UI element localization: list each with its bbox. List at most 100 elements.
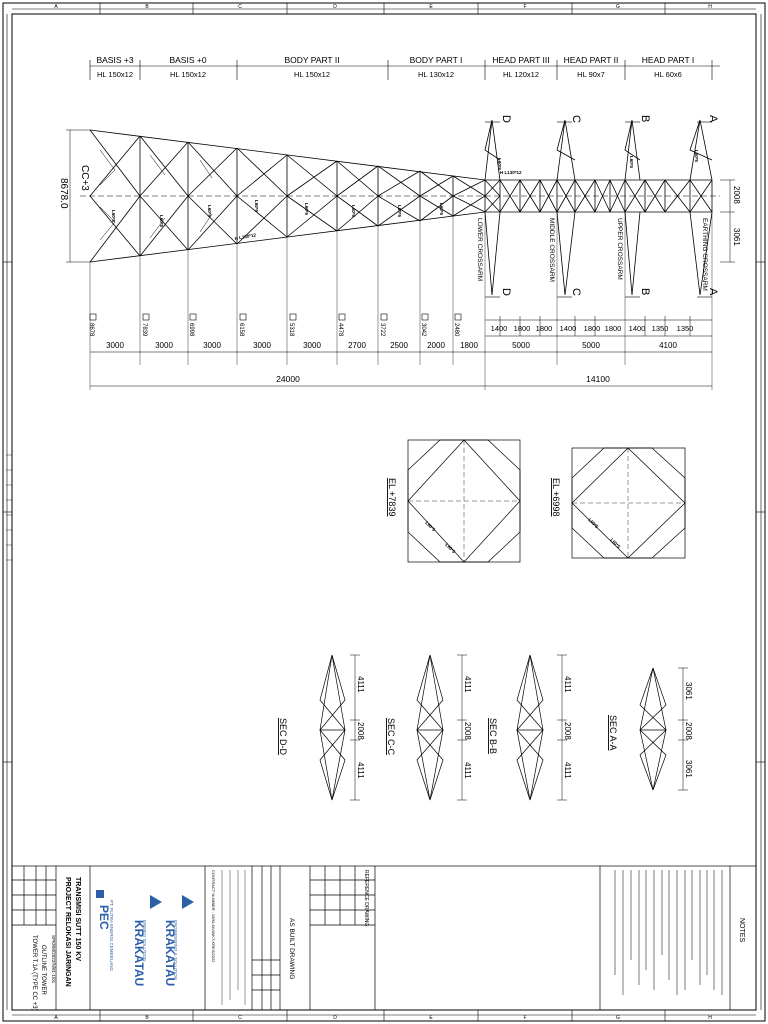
width-value: 6998 <box>188 323 194 337</box>
member-label: L60*5 <box>254 200 259 213</box>
svg-text:3061: 3061 <box>684 682 693 700</box>
member-label: L60*5 <box>497 158 502 171</box>
body-spacing: 1800 <box>460 341 478 350</box>
grid-letter-top: C <box>238 4 242 10</box>
grid-letter-bottom: B <box>145 1015 149 1021</box>
company-krakatau-1-sub: ENGINEERING & SOLUTION <box>173 920 178 980</box>
plan-section-label: EL +7839 <box>387 478 397 516</box>
head-spacing: 1350 <box>677 324 694 333</box>
height-dim <box>66 129 90 263</box>
section-mark-top: D <box>500 115 512 123</box>
svg-text:4111: 4111 <box>463 762 472 779</box>
body-spacing: 3000 <box>253 341 271 350</box>
dimension-lines <box>90 316 712 387</box>
head-spacing: 1400 <box>560 324 577 333</box>
width-value: 2480 <box>453 323 459 337</box>
section-marks: D C B A D C B A <box>500 115 719 296</box>
width-value: 5318 <box>288 323 294 337</box>
contract-number: CONTRACT NUMBER : 19/KLS/VIII/KT-KRKS/20… <box>211 870 216 963</box>
crossarm-name: UPPER CROSSARM <box>616 218 623 280</box>
tower-side-labels: CC+3 8678.0 <box>58 165 90 209</box>
member-labels: L60*5 L60*5 L60*5 L60*5 L60*5 L60*5 L60*… <box>111 150 699 241</box>
company-krakatau-1: KRAKATAU <box>163 920 177 986</box>
width-value: 7839 <box>141 323 147 337</box>
total-head: 14100 <box>586 374 610 384</box>
crossarm-section-label: SEC B-B <box>488 718 498 754</box>
reference-drawing: REFERENCE DRAWING <box>363 870 369 926</box>
width-value: 6158 <box>238 323 244 337</box>
tower-elevation <box>80 119 720 296</box>
right-dim: 3061 <box>732 228 741 246</box>
crossarm-section-labels: SEC D-D SEC C-C SEC B-B SEC A-A <box>278 715 618 756</box>
crossarm-dim-values: 4111 2008 4111 4111 2008 4111 4111 2008 … <box>356 676 693 779</box>
section-mark-lines <box>485 121 712 298</box>
head-spacing: 1400 <box>629 324 646 333</box>
svg-text:2008: 2008 <box>563 722 572 740</box>
grid-letter-bottom: A <box>54 1015 58 1021</box>
member-label: L60*5 <box>304 203 309 216</box>
title-block-text: PROJECT RELOKASI JARINGAN TRANSMISI SUTT… <box>31 870 745 1011</box>
svg-text:3061: 3061 <box>684 760 693 778</box>
section-mark-bottom: A <box>707 288 719 296</box>
svg-text:2008: 2008 <box>684 722 693 740</box>
company-krakatau-2: KRAKATAU <box>132 920 146 986</box>
head-group: 5000 <box>512 341 530 350</box>
svg-text:2008: 2008 <box>463 722 472 740</box>
notes-lines <box>614 870 723 995</box>
cc-label: CC+3 <box>79 165 90 191</box>
section-mark-bottom: D <box>500 288 512 296</box>
grid-letter-top: B <box>145 4 149 10</box>
body-spacing: 3000 <box>203 341 221 350</box>
svg-text:4111: 4111 <box>463 676 472 693</box>
right-dim-labels: 2008 3061 <box>732 186 741 246</box>
plan-section-1 <box>407 439 521 563</box>
member-label: L60*5 <box>397 205 402 218</box>
part-label: BODY PART II <box>284 55 339 65</box>
crossarm-names: LOWER CROSSARM MIDDLE CROSSARM UPPER CRO… <box>476 218 708 291</box>
fine-text-lines <box>221 870 246 1005</box>
width-value: 3042 <box>420 323 426 337</box>
part-label: BODY PART I <box>410 55 463 65</box>
profile-label: HL 130x12 <box>418 70 454 79</box>
head-spacing: 1800 <box>536 324 553 333</box>
plan-section-2 <box>571 447 686 559</box>
svg-text:4111: 4111 <box>563 762 572 779</box>
part-label: BASIS +3 <box>96 55 133 65</box>
head-spacing: 1800 <box>605 324 622 333</box>
part-label: HEAD PART I <box>642 55 694 65</box>
total-body: 24000 <box>276 374 300 384</box>
part-label: BASIS +0 <box>169 55 206 65</box>
drawing-status: AS BUILT DRAWING <box>288 918 295 979</box>
drawing-title: TOWER T.1A (TYPE CC +3) <box>31 935 37 1011</box>
grid-letter-bottom: C <box>238 1015 242 1021</box>
company-pec: PEC <box>97 905 111 930</box>
crossarm-dim-lines <box>350 654 688 801</box>
grid-letter-top: D <box>333 4 337 10</box>
body-spacing: 3000 <box>155 341 173 350</box>
width-markers <box>89 313 462 321</box>
member-label: L60*5 <box>694 150 699 163</box>
company-pec-sub: PT. PUTRA ENERGI CEMERLANG <box>109 900 114 972</box>
krakatau-logo-icon <box>150 895 162 909</box>
part-label: HEAD PART II <box>564 55 619 65</box>
inner-border <box>11 13 757 1011</box>
section-mark-top: B <box>639 115 651 122</box>
head-spacing: 1350 <box>652 324 669 333</box>
profile-labels: HL 150x12 HL 150x12 HL 150x12 HL 130x12 … <box>97 70 682 79</box>
parts-labels: BASIS +3 BASIS +0 BODY PART II BODY PART… <box>96 55 694 65</box>
width-value: 4478 <box>337 323 343 337</box>
grid-letter-bottom: G <box>616 1015 620 1021</box>
height-label: 8678.0 <box>58 178 69 209</box>
svg-text:4111: 4111 <box>563 676 572 693</box>
grid-letter-top: A <box>54 4 58 10</box>
profile-label: HL 90x7 <box>577 70 605 79</box>
drawing-title-2: OUTLINE TOWER <box>40 945 46 995</box>
body-spacing: 2700 <box>348 341 366 350</box>
total-values: 24000 14100 <box>276 374 610 384</box>
body-spacing: 2500 <box>390 341 408 350</box>
crossarm-section-label: SEC A-A <box>608 715 618 751</box>
member-label: L60*5 <box>111 210 116 223</box>
head-spacing: 1800 <box>514 324 531 333</box>
